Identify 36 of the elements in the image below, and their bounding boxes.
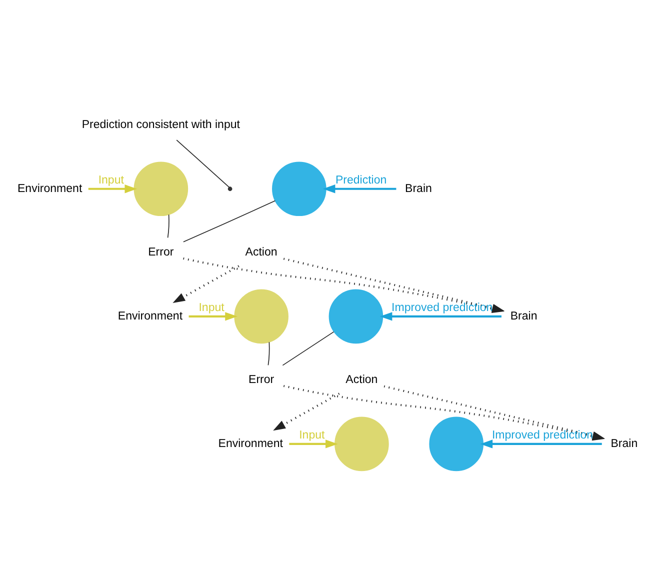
edge-label: Input bbox=[299, 429, 325, 442]
node-text: Prediction consistent with input bbox=[82, 119, 240, 132]
node-text: Action bbox=[245, 246, 278, 259]
node-text: Environment bbox=[118, 310, 183, 322]
arrow bbox=[289, 440, 338, 448]
edge-label: Improved prediction bbox=[392, 302, 493, 314]
node-circle bbox=[272, 162, 326, 216]
arrow bbox=[88, 184, 138, 194]
node-text: Brain bbox=[510, 310, 538, 322]
node-text: Brain bbox=[610, 438, 638, 450]
node-circle bbox=[328, 289, 384, 344]
arrow bbox=[480, 440, 602, 448]
node-text: Error bbox=[248, 374, 274, 386]
node-text: Environment bbox=[218, 438, 283, 450]
node-circle bbox=[234, 289, 288, 344]
connector bbox=[268, 342, 270, 366]
arrow bbox=[188, 312, 238, 321]
node-text: Brain bbox=[405, 182, 432, 195]
node-circle bbox=[334, 416, 389, 472]
connector bbox=[167, 214, 170, 238]
edge-label: Input bbox=[198, 302, 224, 314]
arrow bbox=[273, 392, 340, 431]
arrow bbox=[322, 184, 396, 194]
arrow bbox=[380, 312, 502, 321]
node-text: Error bbox=[148, 246, 174, 259]
connector bbox=[282, 331, 334, 366]
node-text: Environment bbox=[18, 182, 82, 195]
arrow bbox=[172, 265, 240, 304]
edge-label: Prediction bbox=[335, 174, 387, 186]
connector bbox=[183, 200, 276, 242]
node-text: Action bbox=[346, 374, 378, 386]
node-circle bbox=[429, 416, 484, 472]
edge-label: Improved prediction bbox=[492, 429, 594, 442]
edge-label: Input bbox=[98, 174, 124, 186]
node-circle bbox=[134, 162, 188, 216]
connector bbox=[176, 140, 230, 188]
